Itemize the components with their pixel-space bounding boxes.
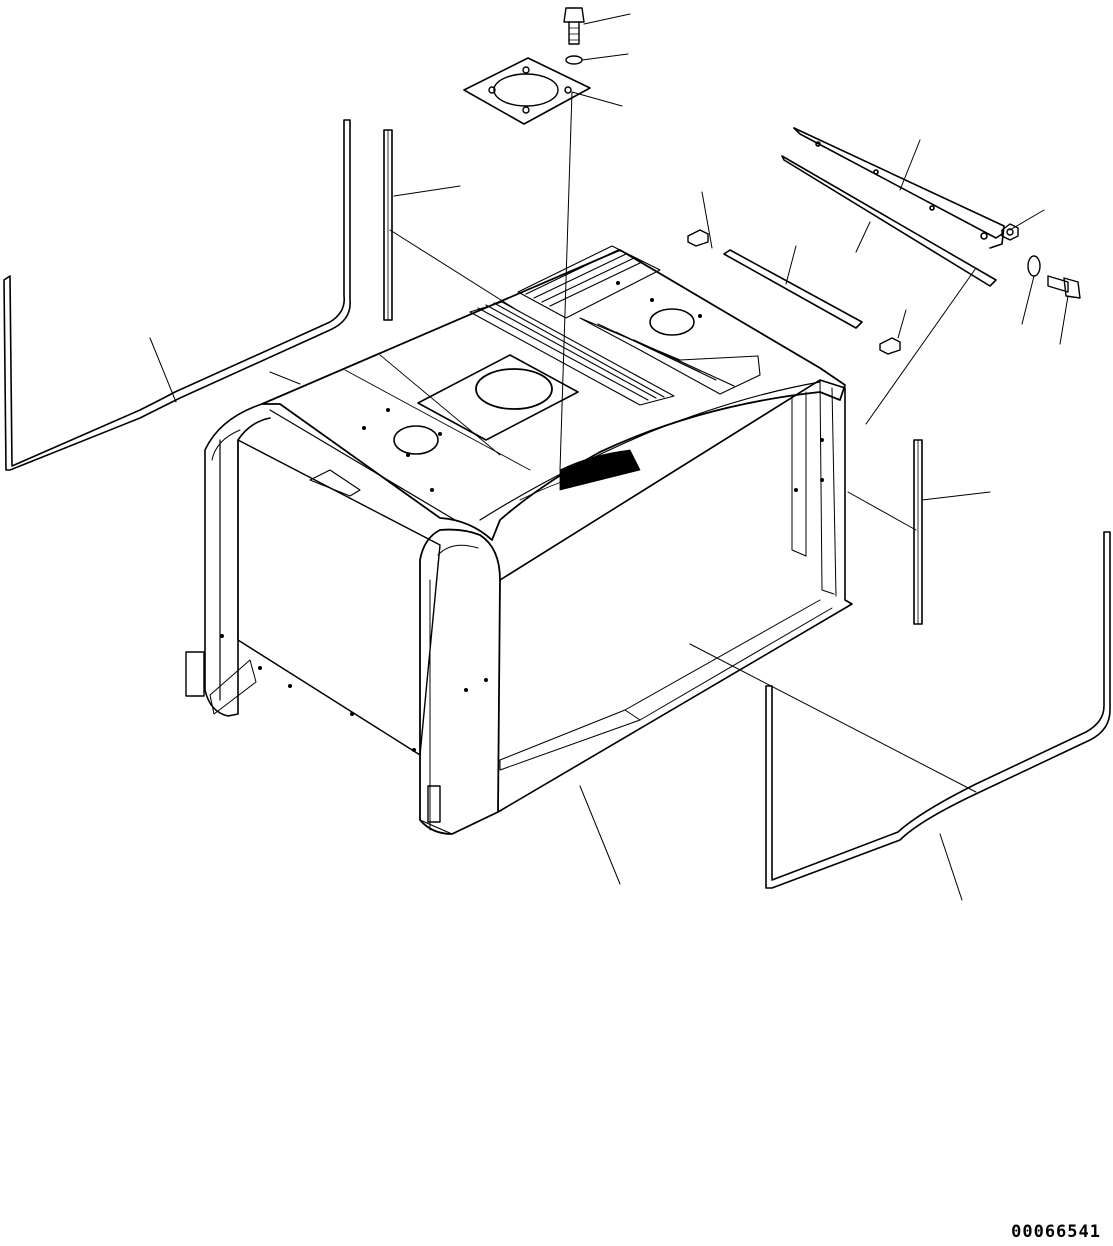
cooling-grille-side	[580, 318, 760, 394]
top-hole-rear	[650, 309, 694, 335]
hatch-opening	[476, 369, 552, 409]
vertical-seal-right	[914, 440, 922, 624]
left-hinge	[186, 652, 204, 696]
hood-right-frame	[498, 380, 852, 812]
washer-small	[1028, 256, 1040, 276]
bolt-small	[1048, 276, 1080, 298]
rear-bracket	[794, 128, 1004, 248]
side-seal-left	[4, 120, 350, 470]
washer	[566, 56, 582, 64]
hood-latch	[310, 470, 360, 496]
hood-top-panel	[262, 250, 845, 540]
bolt	[564, 8, 584, 44]
top-hole-front	[394, 426, 438, 454]
cover-plate	[464, 58, 590, 124]
cushion-block-2	[880, 338, 900, 354]
nut	[1002, 224, 1018, 240]
side-seal-right	[766, 532, 1110, 888]
hood-assembly	[186, 246, 852, 834]
front-hinge	[428, 786, 440, 822]
drawing-number: 00066541	[1011, 1222, 1101, 1242]
seal-strip	[724, 250, 862, 328]
cushion-block	[688, 230, 708, 246]
leader-lines	[150, 14, 1068, 900]
cooling-grille-front	[470, 302, 674, 405]
hood-front-pillar	[420, 530, 500, 834]
hood-front-face	[238, 440, 440, 755]
mounting-holes	[220, 438, 824, 752]
rubber-strip	[782, 156, 996, 286]
vertical-seal-left	[384, 130, 392, 320]
hood-left-panel	[205, 404, 270, 716]
cooling-grille-rear	[518, 246, 660, 318]
top-hatch	[418, 355, 578, 440]
